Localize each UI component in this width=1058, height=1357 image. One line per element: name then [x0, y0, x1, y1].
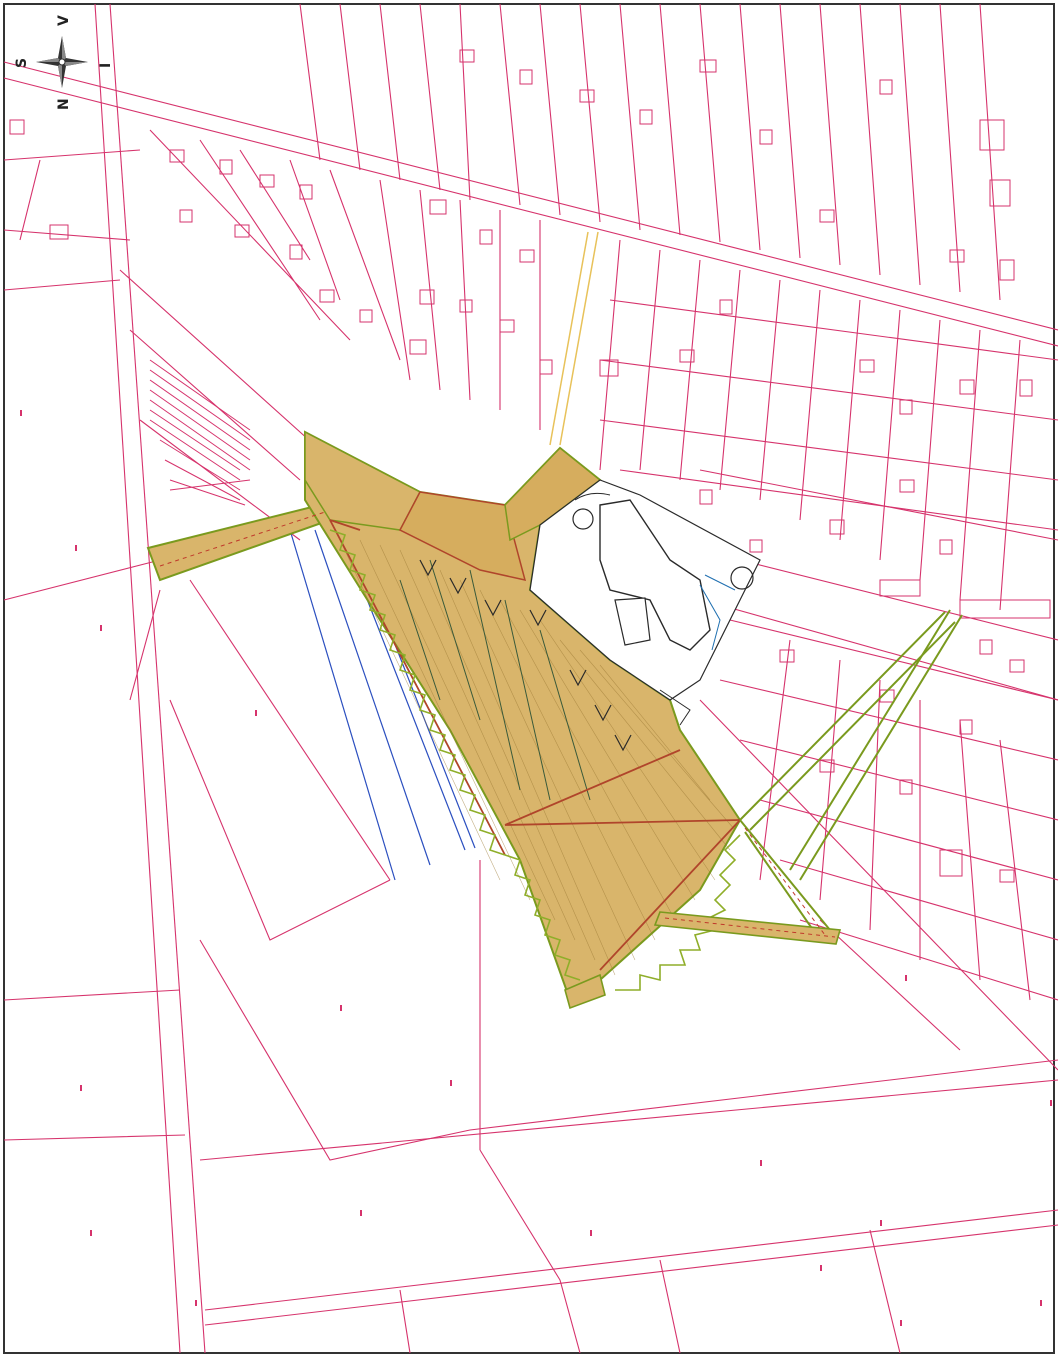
east-access-corridors	[739, 609, 963, 941]
roundabout	[730, 566, 754, 590]
compass-rose	[36, 36, 88, 88]
road-north-edge	[3, 77, 1058, 347]
main-building	[599, 499, 711, 651]
south-east-strip	[653, 911, 842, 945]
road-south-edge	[204, 1224, 1058, 1326]
access-road	[549, 231, 599, 446]
east-buildings	[679, 299, 1051, 883]
site-area-north-tongue	[304, 430, 422, 531]
site-subdivision-lines	[399, 559, 591, 801]
parcel-lines	[3, 3, 1058, 1354]
compass-north-label: N	[56, 98, 72, 110]
drainage-lines	[289, 529, 476, 881]
annex-building	[614, 597, 651, 646]
south-west-strip	[564, 973, 606, 1010]
row-house-cluster	[149, 359, 251, 506]
slope-chevrons	[419, 559, 632, 752]
road-south	[204, 1209, 1058, 1311]
slope-edge-markings	[329, 529, 741, 991]
building-complex	[529, 479, 761, 726]
road-vertical-west-edge	[109, 3, 206, 1354]
site-boundary-lines	[329, 519, 741, 971]
pond	[572, 508, 594, 530]
compass-west-label: V	[56, 15, 72, 26]
road-vertical-west	[94, 3, 181, 1354]
site-area-plot-north	[398, 491, 527, 582]
strip-center-lines	[159, 511, 836, 938]
parcel-markers	[20, 410, 1052, 1326]
residential-buildings	[9, 49, 1015, 377]
compass-east-label: I	[98, 63, 114, 68]
road-north	[3, 61, 1058, 331]
compass-south-label: S	[14, 58, 30, 68]
